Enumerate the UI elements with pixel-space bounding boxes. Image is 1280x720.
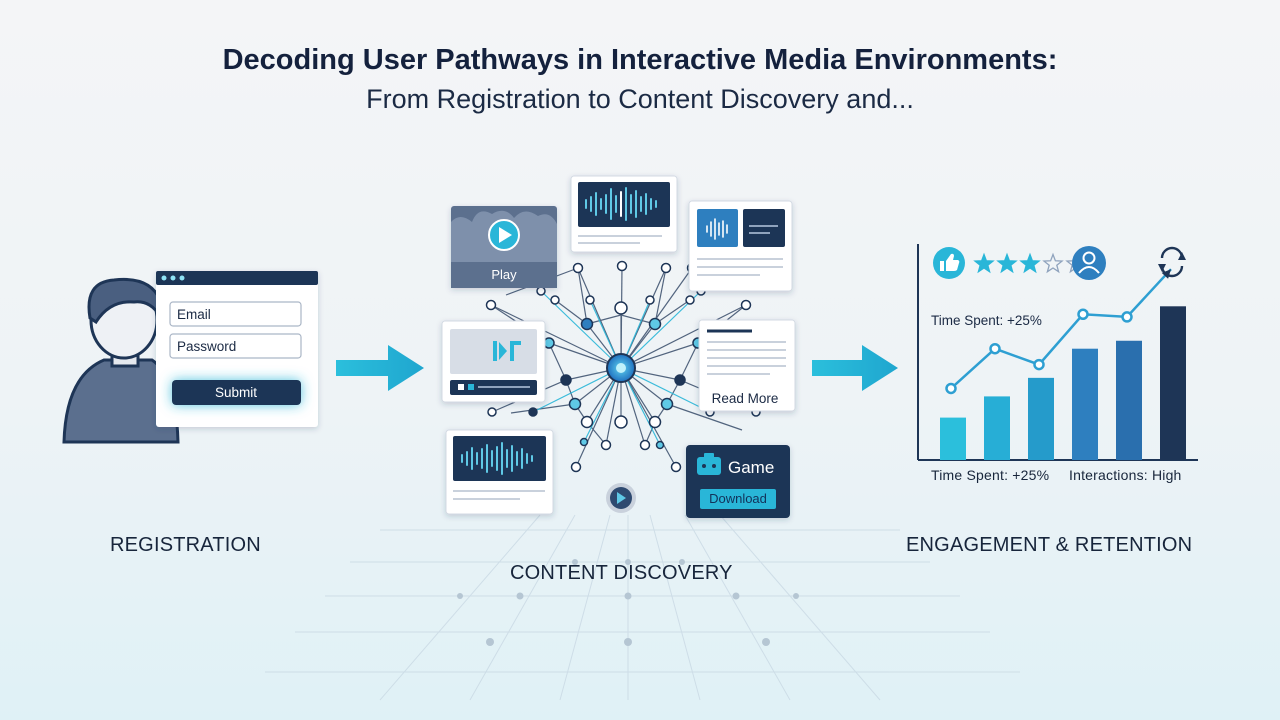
gear-icon[interactable] [606,483,636,513]
game-title: Game [728,458,774,477]
metric-time-spent: Time Spent: +25% [931,467,1050,483]
trend-line [950,268,1172,390]
engagement-bar [940,417,966,460]
media-logo-icon [493,341,521,361]
audio-card-top[interactable] [570,175,678,253]
article-card-read-more[interactable] [698,319,796,412]
flow-arrow-icon [336,345,424,391]
engagement-trend-line [945,268,1172,395]
engagement-bar [1028,377,1054,460]
engagement-bar [1072,348,1098,460]
like-icon[interactable] [933,247,965,279]
email-field-placeholder: Email [177,307,211,322]
trend-point [1033,358,1045,371]
star-filled-icon [1019,252,1041,274]
trend-point [989,342,1001,355]
user-profile-icon[interactable] [1072,246,1106,280]
game-controller-icon [697,453,721,475]
stage-label-registration: REGISTRATION [110,534,261,556]
engagement-bars [940,306,1186,460]
email-field[interactable] [169,301,302,327]
network-nodes [485,260,761,473]
star-filled-icon [996,252,1018,274]
media-player-card[interactable] [441,320,546,403]
refresh-icon[interactable] [1158,246,1186,278]
window-dot-icon [161,275,167,281]
trend-point [1121,311,1133,323]
trend-point [1077,308,1089,320]
diagram-title-line1: Decoding User Pathways in Interactive Me… [222,44,1058,76]
stage-label-engagement: ENGAGEMENT & RETENTION [906,534,1193,556]
engagement-bar [984,396,1010,460]
read-more-button[interactable]: Read More [712,391,779,406]
audio-card-bottom[interactable] [445,429,554,515]
star-empty-icon [1042,252,1064,274]
engagement-bar [1160,306,1186,460]
submit-button-label: Submit [215,385,257,400]
waveform-icon [585,187,657,221]
mini-waveform-icon [706,218,728,240]
download-button-label: Download [709,491,767,506]
password-field-placeholder: Password [177,339,236,354]
flow-arrow-icon [812,345,898,391]
password-field[interactable] [169,333,302,359]
registration-stage: Email Password Submit [62,271,318,444]
chart-metric-time-label: Time Spent: +25% [931,313,1042,328]
diagram-title-line2: From Registration to Content Discovery a… [366,84,914,114]
window-dot-icon [170,275,176,281]
engagement-stage: Time Spent: +25% [917,244,1198,461]
download-button[interactable] [700,489,776,509]
window-dot-icon [179,275,185,281]
stage-label-content-discovery: CONTENT DISCOVERY [510,562,733,584]
star-filled-icon [973,252,995,274]
submit-button[interactable] [172,380,301,405]
trend-point [945,382,957,395]
video-card[interactable] [451,206,557,288]
metric-interactions: Interactions: High [1069,467,1182,483]
waveform-icon [461,442,533,475]
video-play-label: Play [491,267,517,282]
rating-stars [973,252,1087,274]
article-card-top[interactable] [688,200,793,292]
engagement-bar [1116,340,1142,460]
